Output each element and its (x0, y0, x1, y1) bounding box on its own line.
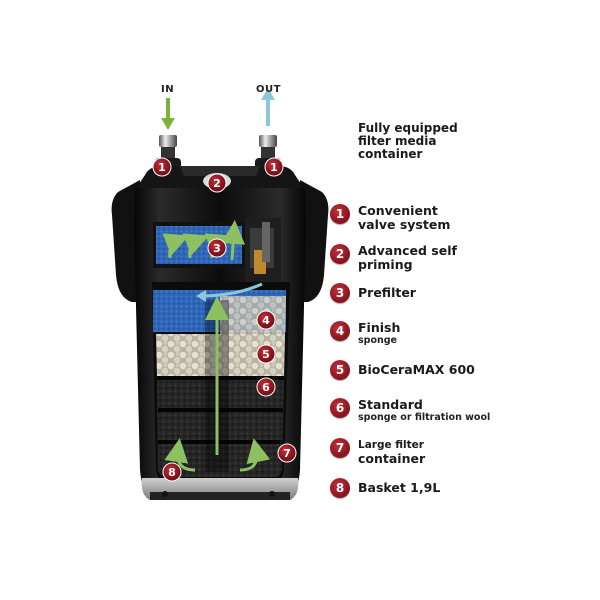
diagram-callout-number: 3 (213, 242, 221, 255)
legend-item-title: Standard (358, 397, 423, 412)
out-label: OUT (256, 84, 281, 95)
prefilter-compartment (153, 220, 246, 268)
legend-header-line: Fully equipped (358, 121, 458, 135)
legend-item-subtitle: sponge or filtration wool (358, 412, 491, 423)
legend-item-self-priming: 2 Advanced self priming (330, 244, 595, 278)
return-arrow (199, 282, 263, 298)
legend-item-title: Prefilter (358, 285, 416, 300)
legend-item-basket: 8 Basket 1,9L (330, 478, 595, 512)
in-label: IN (161, 84, 175, 95)
legend-item-filter-container: 7 Large filter container (330, 438, 595, 472)
diagram-callout-number: 6 (262, 381, 270, 394)
diagram-callout-number: 7 (283, 447, 291, 460)
diagram-callout-2: 2 (207, 173, 227, 193)
legend-header: Fully equipped filter media container (358, 122, 458, 161)
diagram-callout-number: 1 (270, 161, 278, 174)
legend-item-standard-sponge: 6 Standard sponge or filtration wool (330, 398, 595, 432)
badge-1: 1 (330, 204, 350, 224)
badge-5: 5 (330, 360, 350, 380)
diagram-callout-number: 8 (168, 466, 176, 479)
left-handle (111, 180, 140, 302)
diagram-callout-5: 5 (256, 344, 276, 364)
right-handle (300, 180, 329, 302)
badge-2: 2 (330, 244, 350, 264)
badge-8: 8 (330, 478, 350, 498)
diagram-callout-6: 6 (256, 377, 276, 397)
legend-item-bioceramax: 5 BioCeraMAX 600 (330, 360, 595, 394)
legend-item-finish-sponge: 4 Finish sponge (330, 321, 595, 355)
legend-item-title: Large filter container (358, 439, 426, 466)
bioceramax-media (156, 334, 285, 378)
in-arrow (161, 98, 175, 130)
diagram-callout-3: 3 (207, 238, 227, 258)
diagram-callout-1: 1 (264, 157, 284, 177)
badge-4: 4 (330, 321, 350, 341)
out-arrow (261, 88, 275, 126)
diagram-callout-number: 2 (213, 177, 221, 190)
legend-item-title: Basket 1,9L (358, 480, 441, 495)
diagram-callout-7: 7 (277, 443, 297, 463)
diagram-callout-8: 8 (162, 462, 182, 482)
badge-3: 3 (330, 283, 350, 303)
legend-item-title: BioCeraMAX 600 (358, 362, 475, 377)
legend-item-valve-system: 1 Convenient valve system (330, 204, 595, 238)
badge-6: 6 (330, 398, 350, 418)
legend-item-title: Advanced self priming (358, 243, 457, 272)
diagram-callout-number: 1 (158, 161, 166, 174)
diagram-callout-number: 4 (262, 314, 270, 327)
legend-header-line: filter media (358, 134, 437, 148)
legend-item-title: Finish (358, 320, 401, 335)
badge-7: 7 (330, 438, 350, 458)
diagram-callout-4: 4 (256, 310, 276, 330)
diagram-callout-number: 5 (262, 348, 270, 361)
legend-item-subtitle: sponge (358, 335, 397, 346)
flow-arrows (164, 296, 271, 472)
diagram-callout-1: 1 (152, 157, 172, 177)
legend-item-title: Convenient valve system (358, 203, 451, 232)
legend-header-line: container (358, 147, 423, 161)
pump-unit (245, 218, 281, 282)
legend-item-prefilter: 3 Prefilter (330, 283, 595, 317)
